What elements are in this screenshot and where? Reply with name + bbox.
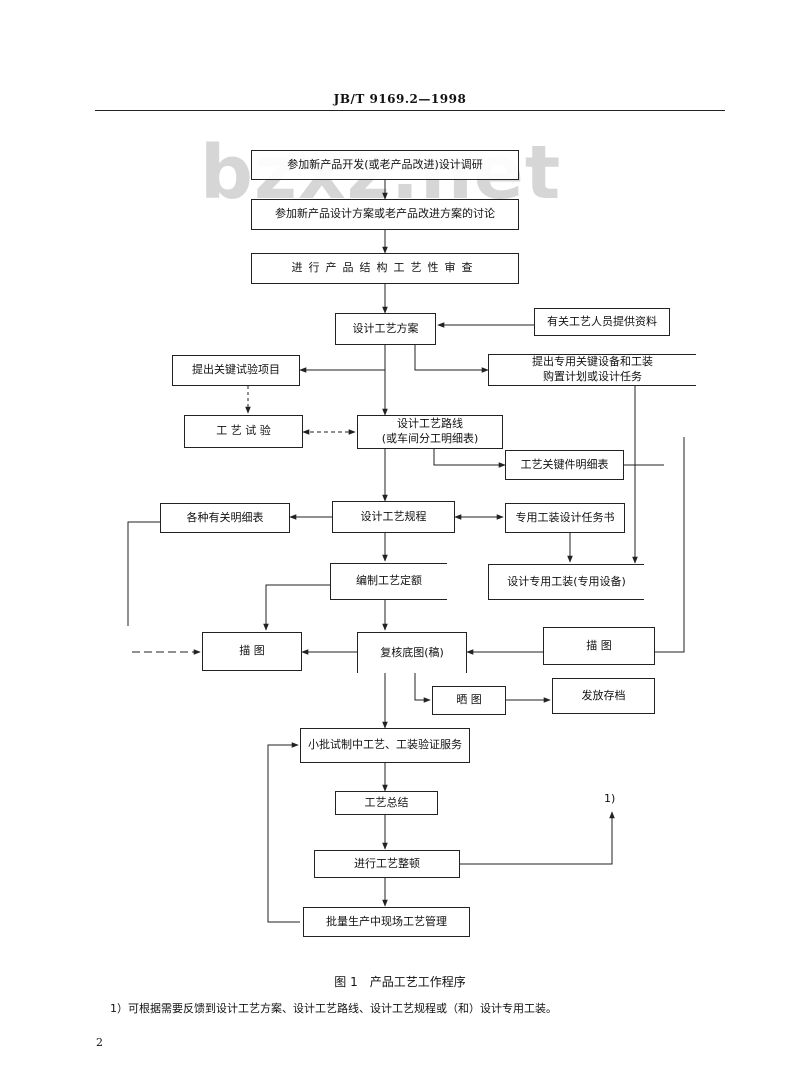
node-special-tooling-design: 设计专用工装(专用设备)	[488, 564, 644, 600]
node-process-route: 设计工艺路线 (或车间分工明细表)	[357, 415, 503, 449]
node-process-rectification: 进行工艺整顿	[314, 850, 460, 878]
node-trial-production-service: 小批试制中工艺、工装验证服务	[300, 728, 470, 763]
node-structure-review: 进行产品结构工艺性审查	[251, 253, 519, 284]
node-special-equipment-line1: 提出专用关键设备和工装	[532, 355, 653, 369]
node-design-research: 参加新产品开发(或老产品改进)设计调研	[251, 150, 519, 180]
node-process-plan: 设计工艺方案	[335, 313, 436, 345]
header-rule	[95, 110, 725, 111]
node-process-route-line2: (或车间分工明细表)	[381, 432, 479, 445]
figure-caption: 图 1 产品工艺工作程序	[334, 975, 466, 989]
figure-footnote: 1）可根据需要反馈到设计工艺方案、设计工艺路线、设计工艺规程或（和）设计专用工装…	[110, 1002, 557, 1015]
node-key-parts-list: 工艺关键件明细表	[505, 450, 624, 480]
node-special-equipment: 提出专用关键设备和工装 购置计划或设计任务	[488, 354, 696, 386]
standard-code-header: JB/T 9169.2—1998	[333, 92, 467, 106]
page-number: 2	[96, 1036, 103, 1049]
node-issue-archive: 发放存档	[552, 678, 655, 714]
node-process-specification: 设计工艺规程	[332, 501, 455, 533]
node-key-test-items-label: 提出关键试验项目	[192, 363, 280, 377]
node-check-master-drawing: 复核底图(稿)	[357, 632, 467, 673]
node-process-test: 工 艺 试 验	[184, 415, 303, 448]
node-related-lists: 各种有关明细表	[160, 503, 290, 533]
node-special-equipment-line2: 购置计划或设计任务	[543, 370, 642, 383]
node-key-test-items: 提出关键试验项目	[172, 355, 300, 386]
node-mass-production-management: 批量生产中现场工艺管理	[303, 907, 470, 937]
node-process-summary: 工艺总结	[335, 791, 438, 815]
node-staff-materials: 有关工艺人员提供资料	[534, 308, 670, 336]
node-process-route-line1: 设计工艺路线	[397, 417, 463, 431]
node-tooling-task-book: 专用工装设计任务书	[505, 503, 625, 533]
node-design-plan-discussion: 参加新产品设计方案或老产品改进方案的讨论	[251, 199, 519, 230]
feedback-label: 1)	[604, 792, 616, 805]
node-tracing-right: 描 图	[543, 627, 655, 665]
node-process-quota: 编制工艺定额	[330, 563, 447, 600]
node-blueprint: 晒 图	[432, 686, 506, 715]
node-tracing-left: 描 图	[202, 632, 302, 671]
